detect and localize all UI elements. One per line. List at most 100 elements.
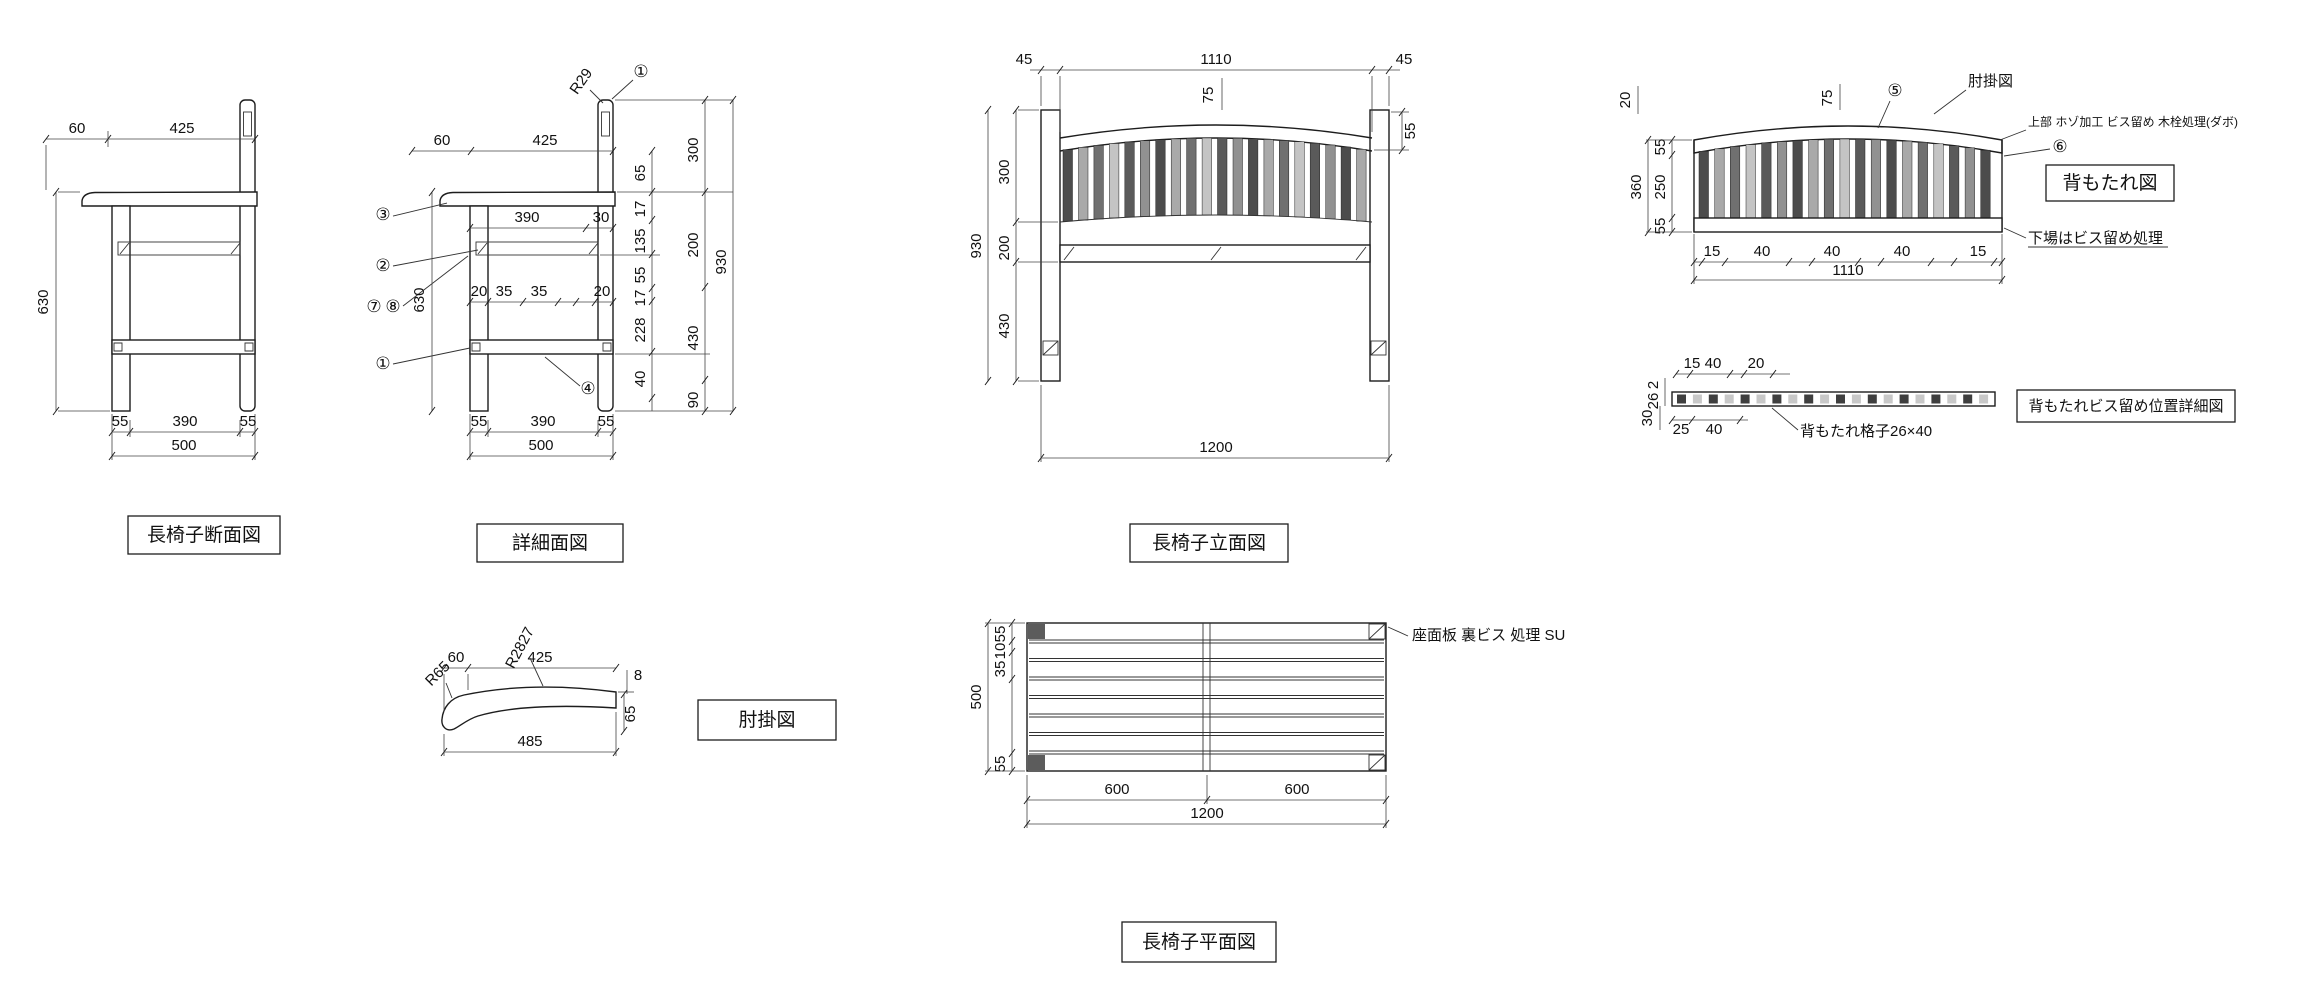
top-rail-inner-arc: [1059, 137, 1373, 152]
seat-rail: [117, 241, 241, 256]
left-post: [1040, 109, 1061, 382]
dim-label: 60: [448, 649, 465, 666]
dim-label: 630: [35, 289, 52, 314]
dim-label: 1200: [1190, 805, 1223, 822]
dim-label: 485: [517, 733, 542, 750]
bottom-rail: [1693, 217, 2003, 233]
detail-title: 詳細面図: [512, 532, 588, 554]
dim-label: 75: [1200, 87, 1217, 104]
view-detail-section: R29 ① ③ ② ⑦ ⑧ ① ④ 60 425 390 30 630 20 3…: [366, 62, 737, 563]
dim-label: 600: [1284, 781, 1309, 798]
post-top-left: [1028, 624, 1045, 639]
section-title: 長椅子断面図: [147, 524, 261, 546]
elevation-title-box: [1129, 523, 1289, 563]
note-seat-screw: 座面板 裏ビス 処理 SU: [1412, 626, 1565, 644]
dim-label: 360: [1628, 174, 1645, 199]
dim-label: 35: [531, 283, 548, 300]
dim-label: 55: [632, 267, 649, 284]
top-rail-outer-arc: [1059, 124, 1373, 139]
view-bench-plan: 座面板 裏ビス 処理 SU 55 10 35 55 500 600 600 12…: [968, 618, 1565, 963]
callout-6: ⑥: [2052, 137, 2067, 156]
view-screw-detail: 15 40 20 2 26 30 25 40 背もたれ格子26×40 背もたれビ…: [1639, 355, 2236, 440]
dim-label: 40: [632, 371, 649, 388]
right-post: [1369, 109, 1390, 382]
dim-label: 35: [496, 283, 513, 300]
leg-joint-left: [1042, 340, 1059, 356]
dim-label: 30: [593, 209, 610, 226]
dim-label: 425: [169, 120, 194, 137]
dim-label: 200: [996, 235, 1013, 260]
armrest-title: 肘掛図: [738, 709, 795, 731]
dim-label: 2: [1645, 381, 1662, 389]
stretcher: [469, 339, 614, 355]
post-top-right: [1368, 623, 1386, 640]
seat-rail: [1059, 244, 1371, 263]
dim-label: 40: [1824, 243, 1841, 260]
note-slat-size: 背もたれ格子26×40: [1800, 423, 1932, 440]
view-bench-elevation: 45 1110 45 75 55 300 200 430 930 1200 長椅…: [968, 51, 1419, 563]
dim-label: 55: [992, 626, 1009, 643]
dim-label: 55: [1402, 123, 1419, 140]
dim-label: 60: [69, 120, 86, 137]
dim-label: 55: [992, 756, 1009, 773]
leg-joint-right: [1370, 340, 1387, 356]
section-title-box: [127, 515, 281, 555]
dim-label: 200: [685, 232, 702, 257]
dim-label: 8: [634, 667, 642, 684]
dim-label: 30: [1639, 410, 1656, 427]
stretcher: [111, 339, 256, 355]
dim-label: 390: [530, 413, 555, 430]
dim-label: 40: [1754, 243, 1771, 260]
dim-label: 1200: [1199, 439, 1232, 456]
seat-board: [81, 191, 258, 207]
view-armrest: 60 425 R2827 R65 8 65 485 肘掛図: [422, 624, 837, 757]
note-top-tenon: 上部 ホゾ加工 ビス留め 木栓処理(ダボ): [2028, 114, 2238, 129]
dim-label: 930: [713, 249, 730, 274]
backrest-slats: [1698, 138, 1991, 219]
backrest-title-box: [2045, 164, 2175, 202]
note-bottom-screw: 下場はビス留め処理: [2028, 230, 2163, 247]
dim-label: 55: [240, 413, 257, 430]
plan-slat-lines: [1029, 639, 1384, 755]
front-leg: [469, 205, 489, 412]
dim-label: 25: [1673, 421, 1690, 438]
post-mortise: [601, 111, 610, 137]
rail-strip: [1671, 391, 1996, 407]
dim-label: 135: [632, 228, 649, 253]
dim-label: 55: [1652, 139, 1669, 156]
dim-label: 45: [1396, 51, 1413, 68]
callout-5: ⑤: [1887, 81, 1902, 100]
callout-4: ④: [580, 379, 595, 398]
dim-label: 75: [1819, 90, 1836, 107]
dim-label: 930: [968, 233, 985, 258]
dim-label: 35: [992, 661, 1009, 678]
plan-title-box: [1121, 921, 1277, 963]
armrest-ref-label: 肘掛図: [1968, 73, 2013, 90]
dim-label: 600: [1104, 781, 1129, 798]
callout-1-top: ①: [633, 62, 648, 81]
dim-label: 15: [1970, 243, 1987, 260]
callout-8: ⑧: [385, 297, 400, 316]
callout-3: ③: [375, 205, 390, 224]
detail-title-box: [476, 523, 624, 563]
dim-label: 10: [992, 643, 1009, 660]
post-bottom-right: [1368, 754, 1386, 771]
dim-label: 26: [1645, 393, 1662, 410]
dim-label: 500: [968, 684, 985, 709]
dim-label: 45: [1016, 51, 1033, 68]
dim-label: 430: [996, 313, 1013, 338]
backrest-slats: [1062, 137, 1367, 222]
callout-7: ⑦: [366, 297, 381, 316]
dim-label: 425: [527, 649, 552, 666]
back-post: [597, 99, 614, 412]
dim-label: 40: [1894, 243, 1911, 260]
dim-label: 390: [514, 209, 539, 226]
dim-label: 20: [1617, 92, 1634, 109]
elevation-title: 長椅子立面図: [1152, 532, 1266, 554]
view-bench-section: 60 425 630 55 390 55 500 長椅子断面図: [35, 99, 281, 555]
dim-label: 65: [632, 165, 649, 182]
callout-2: ②: [375, 256, 390, 275]
dim-label: 55: [112, 413, 129, 430]
